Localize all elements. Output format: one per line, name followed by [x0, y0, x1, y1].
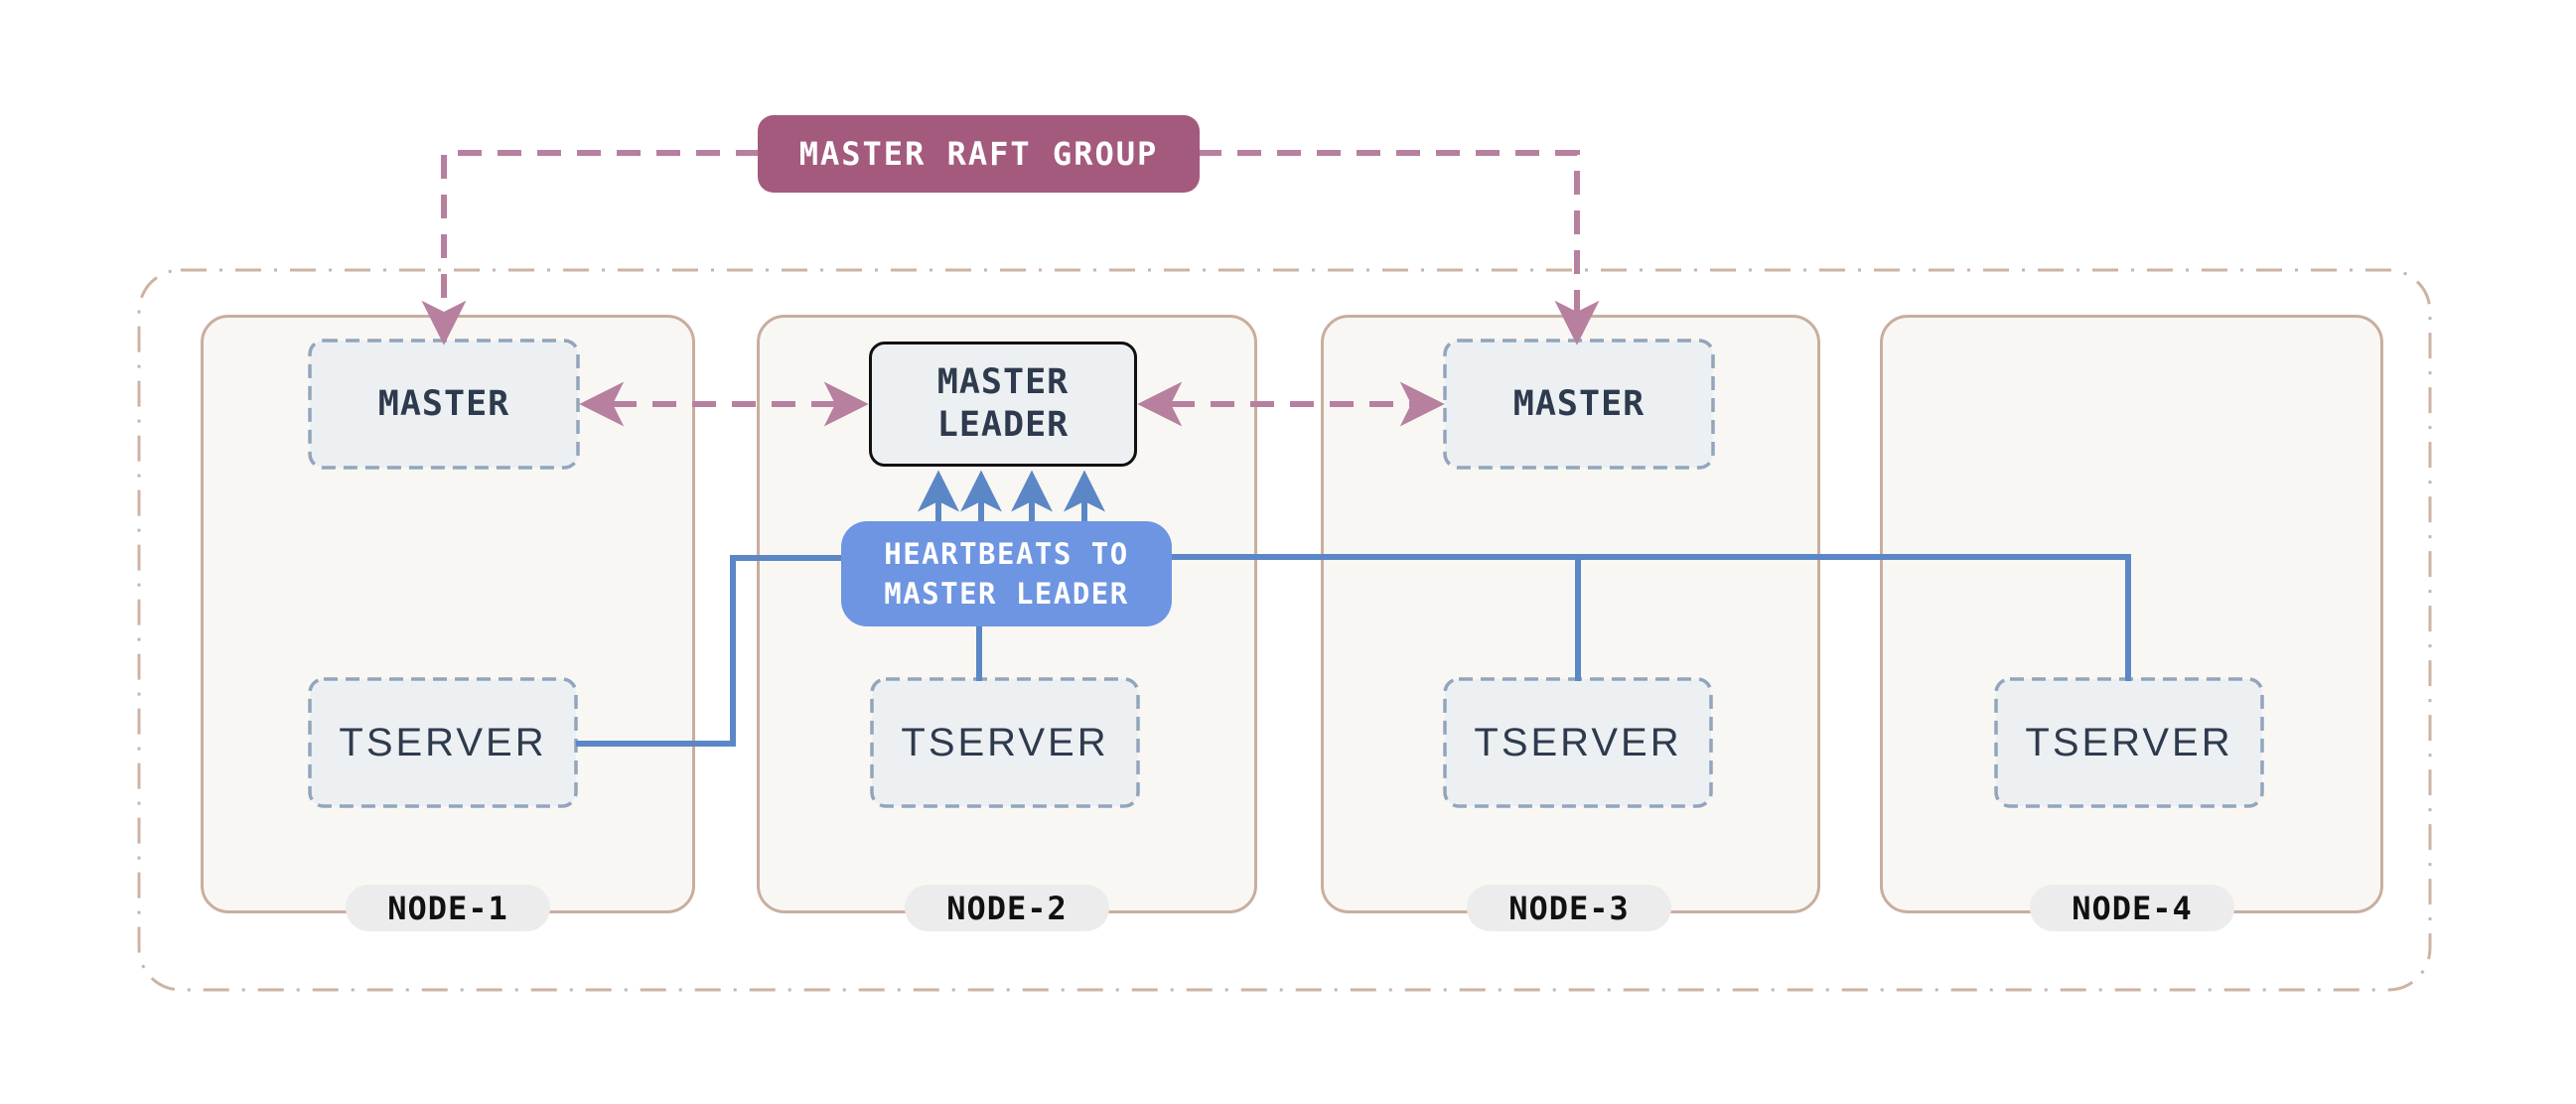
tserver-label-node-1: TSERVER: [310, 679, 576, 806]
node-1-label: NODE-1: [387, 889, 508, 927]
heartbeat-wire-tserver-4: [1170, 554, 2131, 681]
master-label-node-3: MASTER: [1445, 341, 1713, 468]
cluster-boundary: [137, 268, 2432, 992]
tserver-label-node-4: TSERVER: [1996, 679, 2262, 806]
heartbeats-badge: HEARTBEATS TO MASTER LEADER: [841, 521, 1172, 626]
master-label-node-1: MASTER: [310, 341, 578, 468]
node-2-label: NODE-2: [946, 889, 1068, 927]
master-raft-group-badge: MASTER RAFT GROUP: [758, 115, 1200, 193]
master-label-text: MASTER: [1512, 384, 1646, 424]
node-2-pill: NODE-2: [905, 885, 1109, 931]
tserver-label-node-2: TSERVER: [872, 679, 1138, 806]
master-label-text: MASTER: [377, 384, 510, 424]
tserver-box-node-2: [870, 677, 1140, 808]
tserver-label-text: TSERVER: [339, 720, 547, 764]
master-leader-box: MASTER LEADER: [869, 342, 1137, 467]
node-4-pill: NODE-4: [2030, 885, 2234, 931]
node-4-panel: [1880, 315, 2383, 913]
node-1-pill: NODE-1: [346, 885, 550, 931]
heartbeats-line1: HEARTBEATS TO: [884, 536, 1129, 571]
raft-link-to-master-1: [421, 150, 760, 345]
heartbeat-wire-tserver-1: [576, 555, 843, 747]
raft-link-to-master-3: [1198, 150, 1600, 345]
node-3-pill: NODE-3: [1467, 885, 1671, 931]
node-3-label: NODE-3: [1508, 889, 1630, 927]
node-4-label: NODE-4: [2072, 889, 2193, 927]
tserver-label-text: TSERVER: [2025, 720, 2233, 764]
tserver-label-text: TSERVER: [901, 720, 1109, 764]
master-leader-line2: LEADER: [936, 405, 1070, 445]
tserver-label-node-3: TSERVER: [1445, 679, 1711, 806]
tserver-label-text: TSERVER: [1474, 720, 1682, 764]
heartbeats-line2: MASTER LEADER: [884, 577, 1129, 611]
master-raft-group-label: MASTER RAFT GROUP: [798, 135, 1159, 173]
master-leader-line1: MASTER: [936, 362, 1070, 403]
